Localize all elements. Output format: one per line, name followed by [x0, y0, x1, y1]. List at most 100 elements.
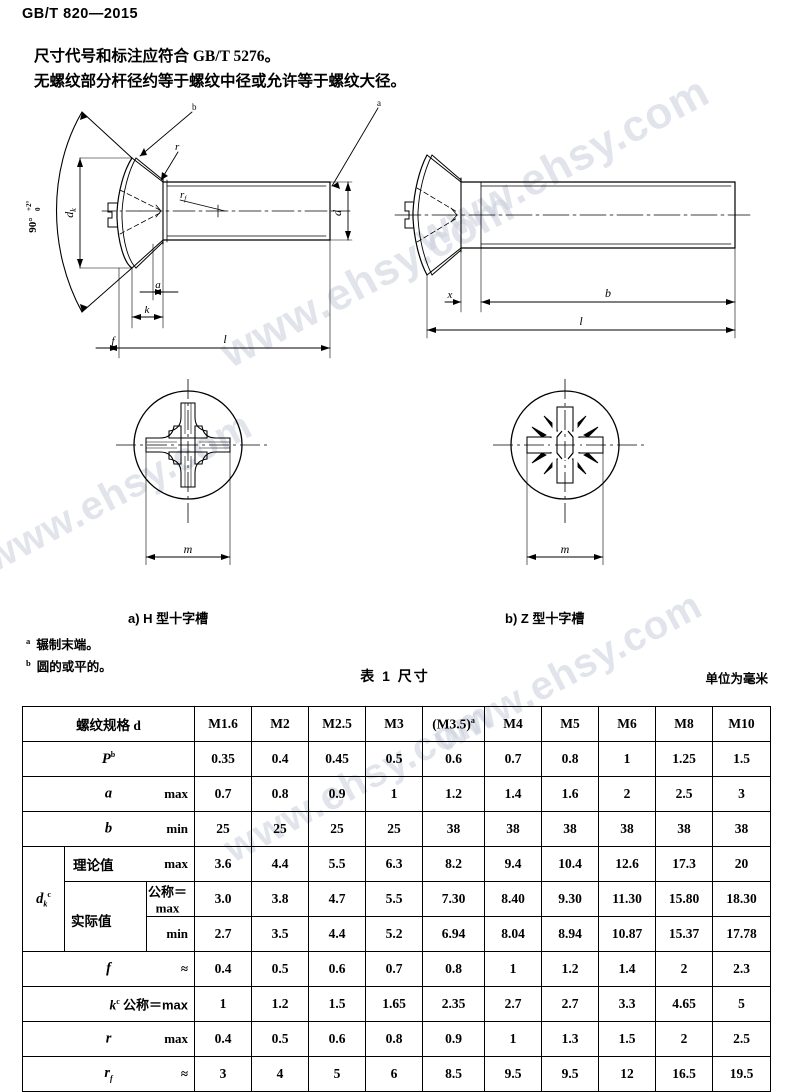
- angle-value: 90°: [27, 217, 39, 232]
- table-row-b: b min 25 25 25 25 38 38 38 38 38 38: [21, 811, 772, 847]
- cell: 8.40: [484, 881, 543, 917]
- row-label-a: a max: [21, 776, 196, 812]
- dim-rf-label: r: [180, 189, 185, 201]
- cell: 38: [712, 811, 772, 847]
- dk-theoretical-qualifier: max: [164, 856, 189, 871]
- cell: 38: [598, 811, 657, 847]
- table-row-r: r max 0.4 0.5 0.6 0.8 0.9 1 1.3 1.5 2 2.…: [21, 1021, 772, 1057]
- figure-recess-z: m: [480, 379, 730, 585]
- table-row-dk-theoretical: dkc 理论值 max 3.6 4.4 5.5 6.3 8.2 9.4 10.4…: [22, 846, 772, 952]
- table-header-size-1: M2: [251, 706, 310, 742]
- table-header-size-4: (M3.5)a: [422, 706, 486, 742]
- svg-text:dk: dk: [62, 208, 78, 218]
- dim-a-label: a: [155, 279, 161, 291]
- caption-z-type: b) Z 型十字槽: [505, 611, 585, 626]
- cell: 0.6: [422, 741, 486, 777]
- cell: 1: [484, 951, 543, 987]
- cell: 0.6: [308, 1021, 367, 1057]
- table-header-size-9: M10: [712, 706, 772, 742]
- dk-actual-min-qualifier: min: [166, 926, 189, 941]
- row-qualifier-rf: ≈: [180, 1066, 189, 1081]
- cell: 5: [712, 986, 772, 1022]
- dk-theoretical-label-cell: 理论值 max: [63, 846, 196, 882]
- table-header-row: 螺纹规格 d M1.6 M2 M2.5 M3 (M3.5)a M4 M5 M6 …: [21, 706, 772, 742]
- cell: 0.4: [251, 741, 310, 777]
- cell: 1.4: [598, 951, 657, 987]
- dim-m-label-z: m: [561, 542, 570, 556]
- row-label-r: r max: [21, 1021, 196, 1057]
- cell: 38: [422, 811, 486, 847]
- cell: 8.04: [484, 916, 543, 952]
- table-row-f: f ≈ 0.4 0.5 0.6 0.7 0.8 1 1.2 1.4 2 2.3: [21, 951, 772, 987]
- dim-f-label: f: [111, 335, 116, 347]
- cell: 4.4: [251, 846, 310, 882]
- row-label-b: b min: [21, 811, 196, 847]
- cell: 3.0: [194, 881, 253, 917]
- table-header-size-8: M8: [655, 706, 714, 742]
- cell: 0.8: [541, 741, 600, 777]
- left-screw-drawing: 90° +2° 0: [25, 98, 381, 359]
- cell: 3.6: [194, 846, 253, 882]
- table-header-thread-spec: 螺纹规格 d: [21, 706, 196, 742]
- z-recess-drawing: m: [493, 379, 647, 565]
- row-qualifier-b: min: [166, 821, 189, 836]
- dk-actual-min-qualifier-cell: min: [145, 916, 196, 952]
- cell: 6.3: [365, 846, 424, 882]
- cell: 0.5: [251, 1021, 310, 1057]
- cell: 38: [541, 811, 600, 847]
- size-footnote-mark: a: [470, 715, 475, 725]
- cell: 0.35: [194, 741, 253, 777]
- row-qualifier-r: max: [164, 1031, 189, 1046]
- cell: 0.8: [251, 776, 310, 812]
- cell: 25: [365, 811, 424, 847]
- cell: 0.8: [422, 951, 486, 987]
- cell: 2.3: [712, 951, 772, 987]
- dk-symbol-sup: c: [47, 889, 51, 899]
- footnote-b-text: 圆的或平的。: [36, 660, 112, 674]
- thread-spec-label: 螺纹规格 d: [76, 718, 141, 733]
- cell: 1: [194, 986, 253, 1022]
- callout-a-label: a: [377, 98, 381, 108]
- cell: 1.5: [308, 986, 367, 1022]
- cell: 25: [251, 811, 310, 847]
- right-screw-drawing: x b l: [394, 154, 751, 339]
- cell: 2.5: [712, 1021, 772, 1057]
- cell: 38: [484, 811, 543, 847]
- cell: 1.5: [712, 741, 772, 777]
- cell: 15.80: [655, 881, 714, 917]
- cell: 1.2: [251, 986, 310, 1022]
- table-header-size-0: M1.6: [194, 706, 253, 742]
- standard-number: GB/T 820—2015: [22, 6, 139, 22]
- footnote-a-text: 辗制末端。: [36, 638, 99, 652]
- cell: 2.7: [541, 986, 600, 1022]
- dimension-table-wrap: 螺纹规格 d M1.6 M2 M2.5 M3 (M3.5)a M4 M5 M6 …: [21, 706, 772, 1092]
- row-symbol-rf: rf: [104, 1065, 113, 1083]
- cell: 6.94: [422, 916, 486, 952]
- cell: 1.3: [541, 1021, 600, 1057]
- cell: 0.4: [194, 1021, 253, 1057]
- cell: 9.30: [541, 881, 600, 917]
- table-header-size-6: M5: [541, 706, 600, 742]
- cell: 4.65: [655, 986, 714, 1022]
- intro-paragraph: 尺寸代号和标注应符合 GB/T 5276。 无螺纹部分杆径约等于螺纹中径或允许等…: [34, 44, 504, 94]
- dim-d-label: d: [330, 209, 344, 216]
- table-row-dk-actual-min: min 2.7 3.5 4.4 5.2 6.94 8.04 8.94 10.87…: [23, 916, 772, 952]
- row-symbol-a: a: [104, 785, 113, 802]
- dim-m-label-h: m: [184, 542, 193, 556]
- table-header-size-3: M3: [365, 706, 424, 742]
- cell: 1.2: [422, 776, 486, 812]
- dim-r-label: r: [175, 141, 180, 153]
- cell: 2.7: [194, 916, 253, 952]
- table-row-a: a max 0.7 0.8 0.9 1 1.2 1.4 1.6 2 2.5 3: [21, 776, 772, 812]
- row-label-dk: dkc: [22, 846, 65, 952]
- cell: 25: [194, 811, 253, 847]
- cell: 18.30: [712, 881, 772, 917]
- cell: 17.3: [655, 846, 714, 882]
- callout-b-label: b: [192, 102, 197, 112]
- footnote-a-mark: a: [26, 635, 31, 646]
- cell: 1.2: [541, 951, 600, 987]
- cell: 2.5: [655, 776, 714, 812]
- row-label-k: kc 公称＝max: [21, 986, 196, 1022]
- cell: 8.2: [422, 846, 486, 882]
